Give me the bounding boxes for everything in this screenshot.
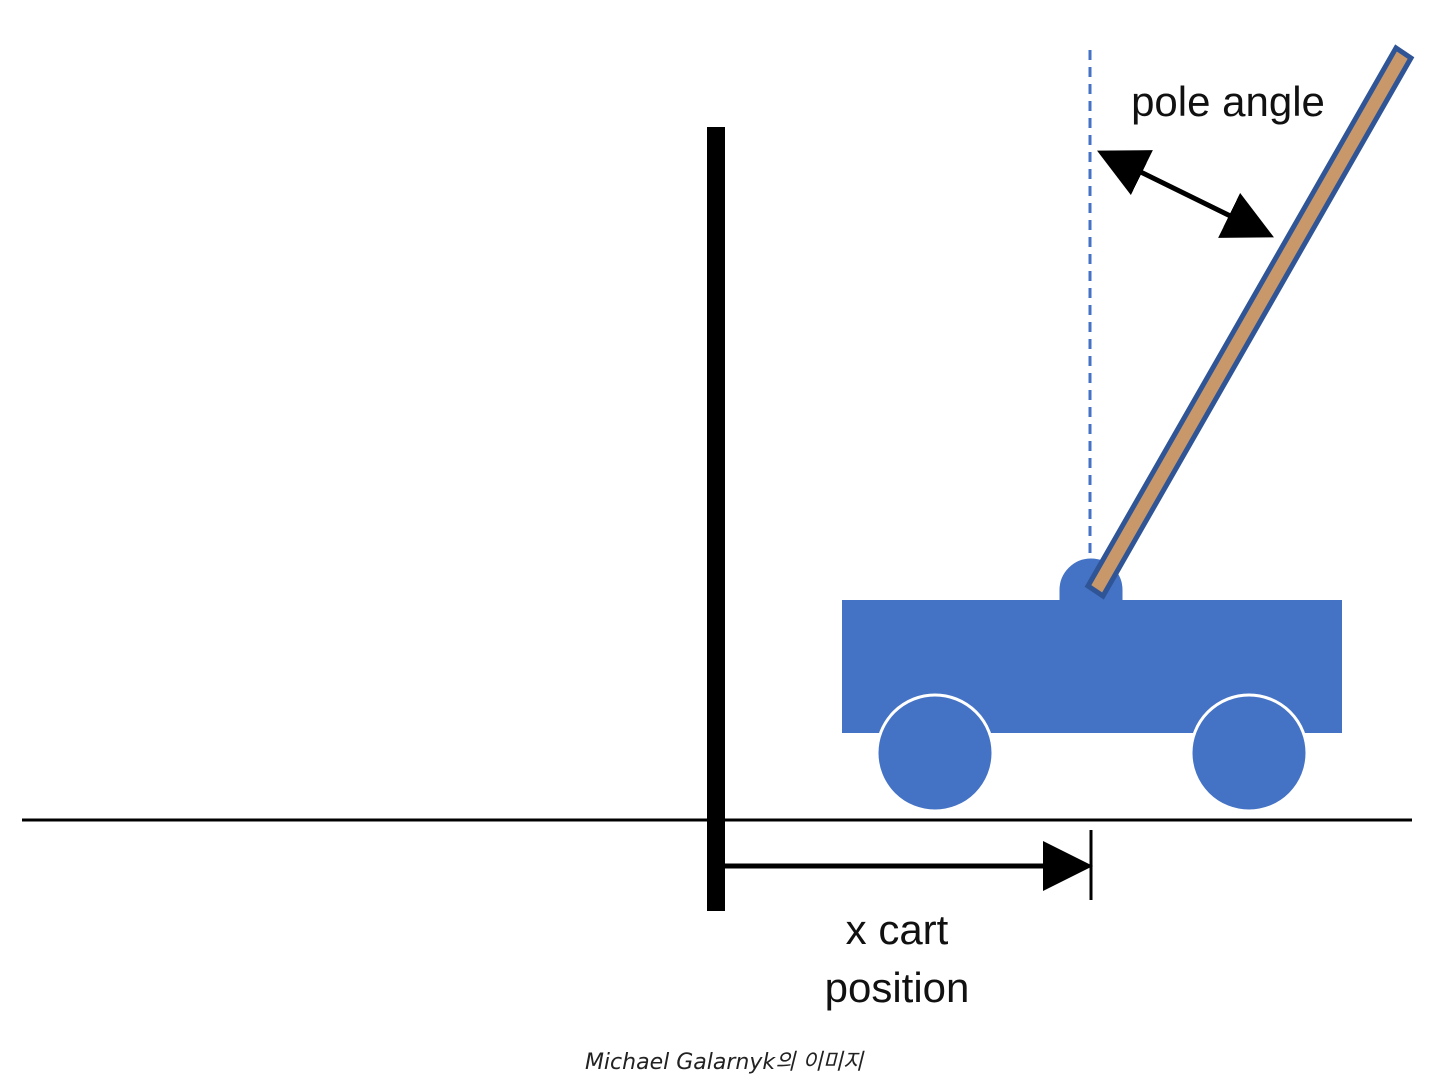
pole [1084, 44, 1415, 600]
image-caption: Michael Galarnyk의 이미지 [584, 1050, 864, 1075]
pole-angle-arrow [1097, 150, 1274, 238]
cart [842, 558, 1342, 813]
x-position-label-line2: position [825, 964, 970, 1011]
cart-wheel-right [1189, 693, 1309, 813]
x-position-label-line1: x cart [846, 906, 949, 953]
pole-angle-label: pole angle [1131, 78, 1325, 125]
cart-wheel-left [875, 693, 995, 813]
origin-wall [707, 127, 725, 911]
